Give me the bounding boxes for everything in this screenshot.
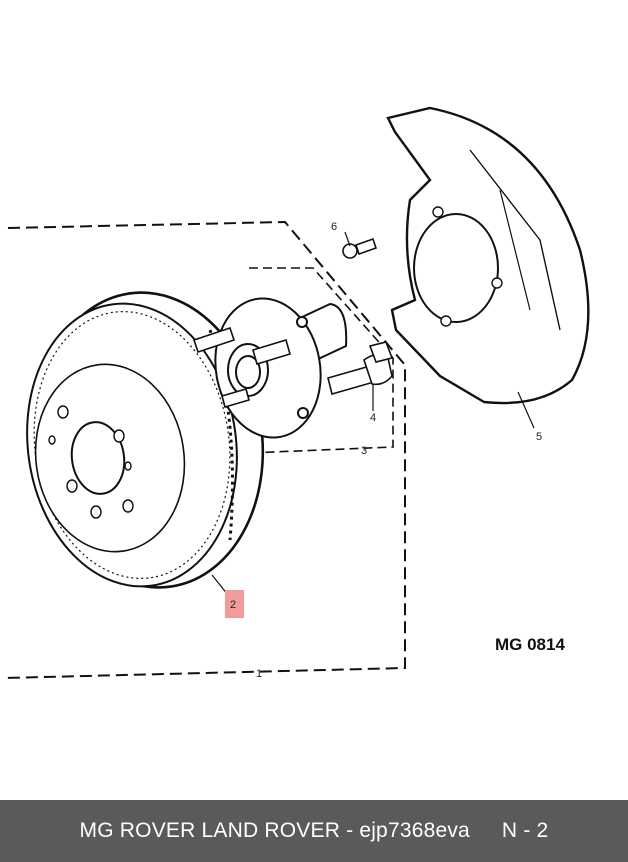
callout-5: 5 (536, 431, 542, 443)
hub-bolt (327, 341, 394, 395)
footer-page: N - 2 (501, 819, 549, 842)
assembly-outline (4, 220, 406, 679)
brake-disc (26, 291, 265, 589)
shield-screw (342, 237, 378, 259)
hub-outline (248, 267, 394, 454)
parts-diagram: 1 2 3 4 5 6 MG 0814 (4, 106, 590, 680)
footer-bar: MG ROVER LAND ROVER - ejp7368eva N - 2 (0, 800, 628, 862)
disc-bolt-holes (48, 405, 134, 519)
leader-lines (211, 231, 535, 596)
wheel-studs (192, 326, 291, 408)
figure-code: MG 0814 (495, 635, 565, 654)
callout-3: 3 (361, 445, 367, 457)
callout-4: 4 (370, 412, 376, 424)
footer-brand: MG ROVER LAND ROVER - ejp7368eva (79, 819, 470, 842)
splash-shield (386, 106, 590, 405)
callout-2: 2 (230, 599, 236, 611)
callout-1: 1 (256, 668, 262, 680)
callout-2-highlight (225, 590, 244, 618)
callout-6: 6 (331, 221, 337, 233)
